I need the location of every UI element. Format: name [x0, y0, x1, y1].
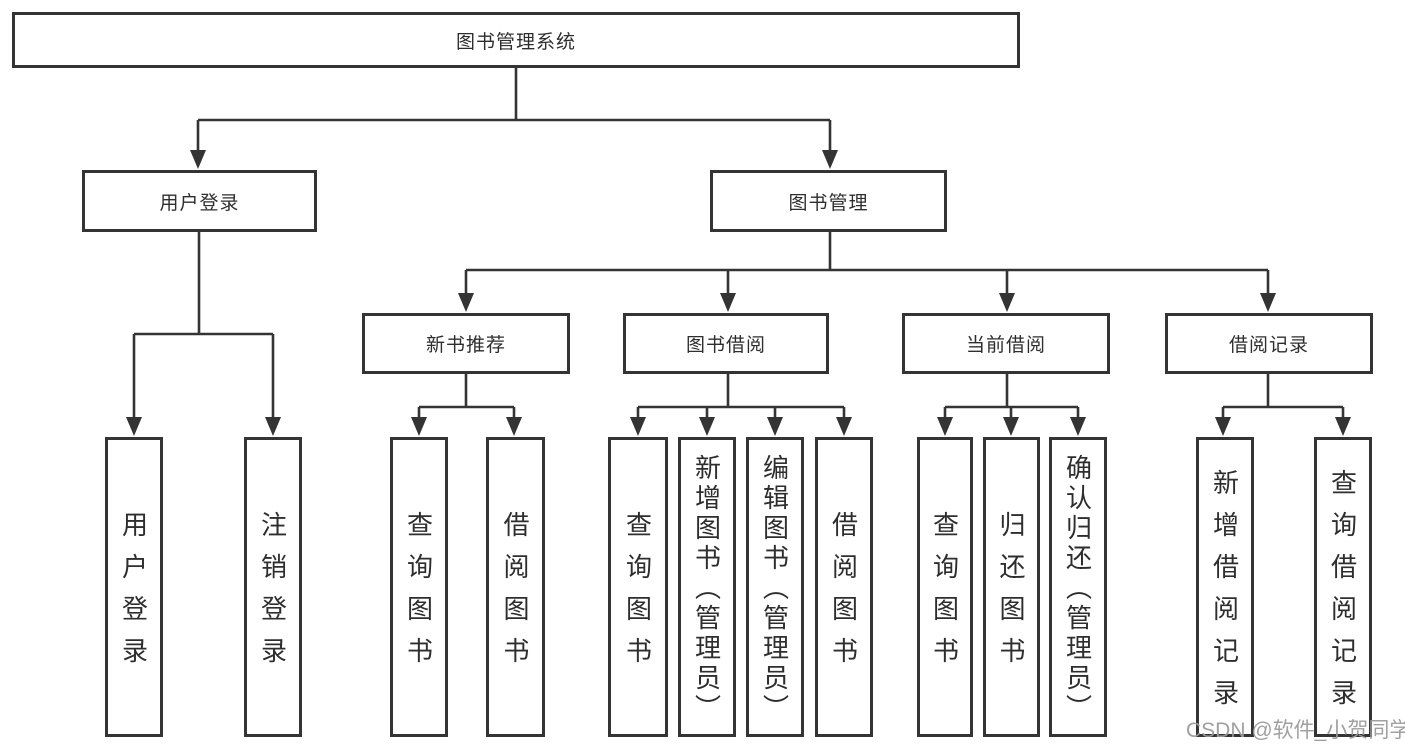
node-borrowing-records: 借阅记录 [1165, 313, 1373, 374]
arrowhead-icon [630, 417, 646, 436]
node-current-borrowing: 当前借阅 [902, 313, 1110, 374]
node-new-book-recommend: 新书推荐 [362, 313, 570, 374]
node-label: 确认归还（管理员） [1062, 454, 1093, 724]
node-label: 归还图书 [996, 511, 1026, 679]
edge-user-split [132, 232, 275, 423]
csdn-watermark: CSDN @软件_小贺同学 [1186, 719, 1405, 742]
node-label: 新增图书（管理员） [691, 454, 722, 724]
node-label: 新增借阅记录 [1209, 469, 1240, 721]
arrowhead-icon [411, 417, 427, 436]
arrowhead-icon [822, 150, 838, 169]
arrowhead-icon [190, 150, 206, 169]
node-label: 查询图书 [929, 511, 960, 679]
node-leaf-borrow-books-borrowing: 借阅图书 [815, 437, 873, 737]
arrowhead-icon [126, 417, 142, 436]
node-leaf-query-books-current: 查询图书 [917, 437, 973, 737]
node-label: 查询借阅记录 [1327, 469, 1358, 721]
node-label: 图书管理 [788, 192, 869, 214]
arrowhead-icon [1003, 417, 1019, 436]
node-label: 图书管理系统 [455, 31, 576, 53]
arrowhead-icon [836, 417, 852, 436]
node-user-login-module: 用户登录 [82, 170, 317, 232]
edge-root-split [196, 66, 832, 155]
node-label: 借阅图书 [828, 511, 859, 679]
node-label: 当前借阅 [965, 335, 1046, 356]
node-book-borrowing: 图书借阅 [623, 313, 829, 374]
arrowhead-icon [1260, 293, 1276, 312]
node-leaf-logout: 注销登录 [244, 437, 302, 737]
node-label: 注销登录 [257, 511, 288, 679]
node-leaf-query-books-borrowing: 查询图书 [608, 437, 668, 737]
node-label: 借阅图书 [500, 511, 530, 679]
arrowhead-icon [699, 417, 715, 436]
arrowhead-icon [1335, 417, 1351, 436]
node-label: 查询图书 [622, 511, 653, 679]
arrowhead-icon [265, 417, 281, 436]
node-label: 查询图书 [403, 511, 434, 679]
node-book-management-module: 图书管理 [710, 170, 947, 232]
node-leaf-add-books-admin: 新增图书（管理员） [678, 437, 736, 737]
node-leaf-query-borrow-record: 查询借阅记录 [1314, 437, 1372, 737]
arrowhead-icon [999, 293, 1015, 312]
arrowhead-icon [937, 417, 953, 436]
arrowhead-icon [506, 417, 522, 436]
arrowhead-icon [1070, 417, 1086, 436]
arrowhead-icon [1215, 417, 1231, 436]
node-leaf-confirm-return-admin: 确认归还（管理员） [1049, 437, 1107, 737]
edge-bookborrow-split [636, 374, 846, 423]
arrowhead-icon [767, 417, 783, 436]
node-leaf-query-books-newbook: 查询图书 [390, 437, 448, 737]
arrowhead-icon [458, 293, 474, 312]
node-system-root: 图书管理系统 [12, 12, 1020, 68]
edge-bookmgmt-split [464, 232, 1270, 299]
node-label: 新书推荐 [425, 335, 506, 356]
node-leaf-edit-books-admin: 编辑图书（管理员） [746, 437, 804, 737]
node-label: 用户登录 [159, 192, 240, 214]
node-label: 编辑图书（管理员） [759, 454, 790, 724]
arrowhead-icon [720, 293, 736, 312]
node-label: 借阅记录 [1228, 335, 1309, 356]
node-leaf-user-login: 用户登录 [105, 437, 163, 737]
edge-current-split [943, 374, 1080, 423]
node-leaf-add-borrow-record: 新增借阅记录 [1196, 437, 1254, 737]
edge-newbook-split [417, 374, 516, 423]
node-leaf-return-books: 归还图书 [983, 437, 1040, 737]
node-label: 用户登录 [118, 511, 149, 679]
node-label: 图书借阅 [685, 335, 766, 356]
edge-records-split [1221, 374, 1345, 423]
node-leaf-borrow-books-newbook: 借阅图书 [486, 437, 545, 737]
